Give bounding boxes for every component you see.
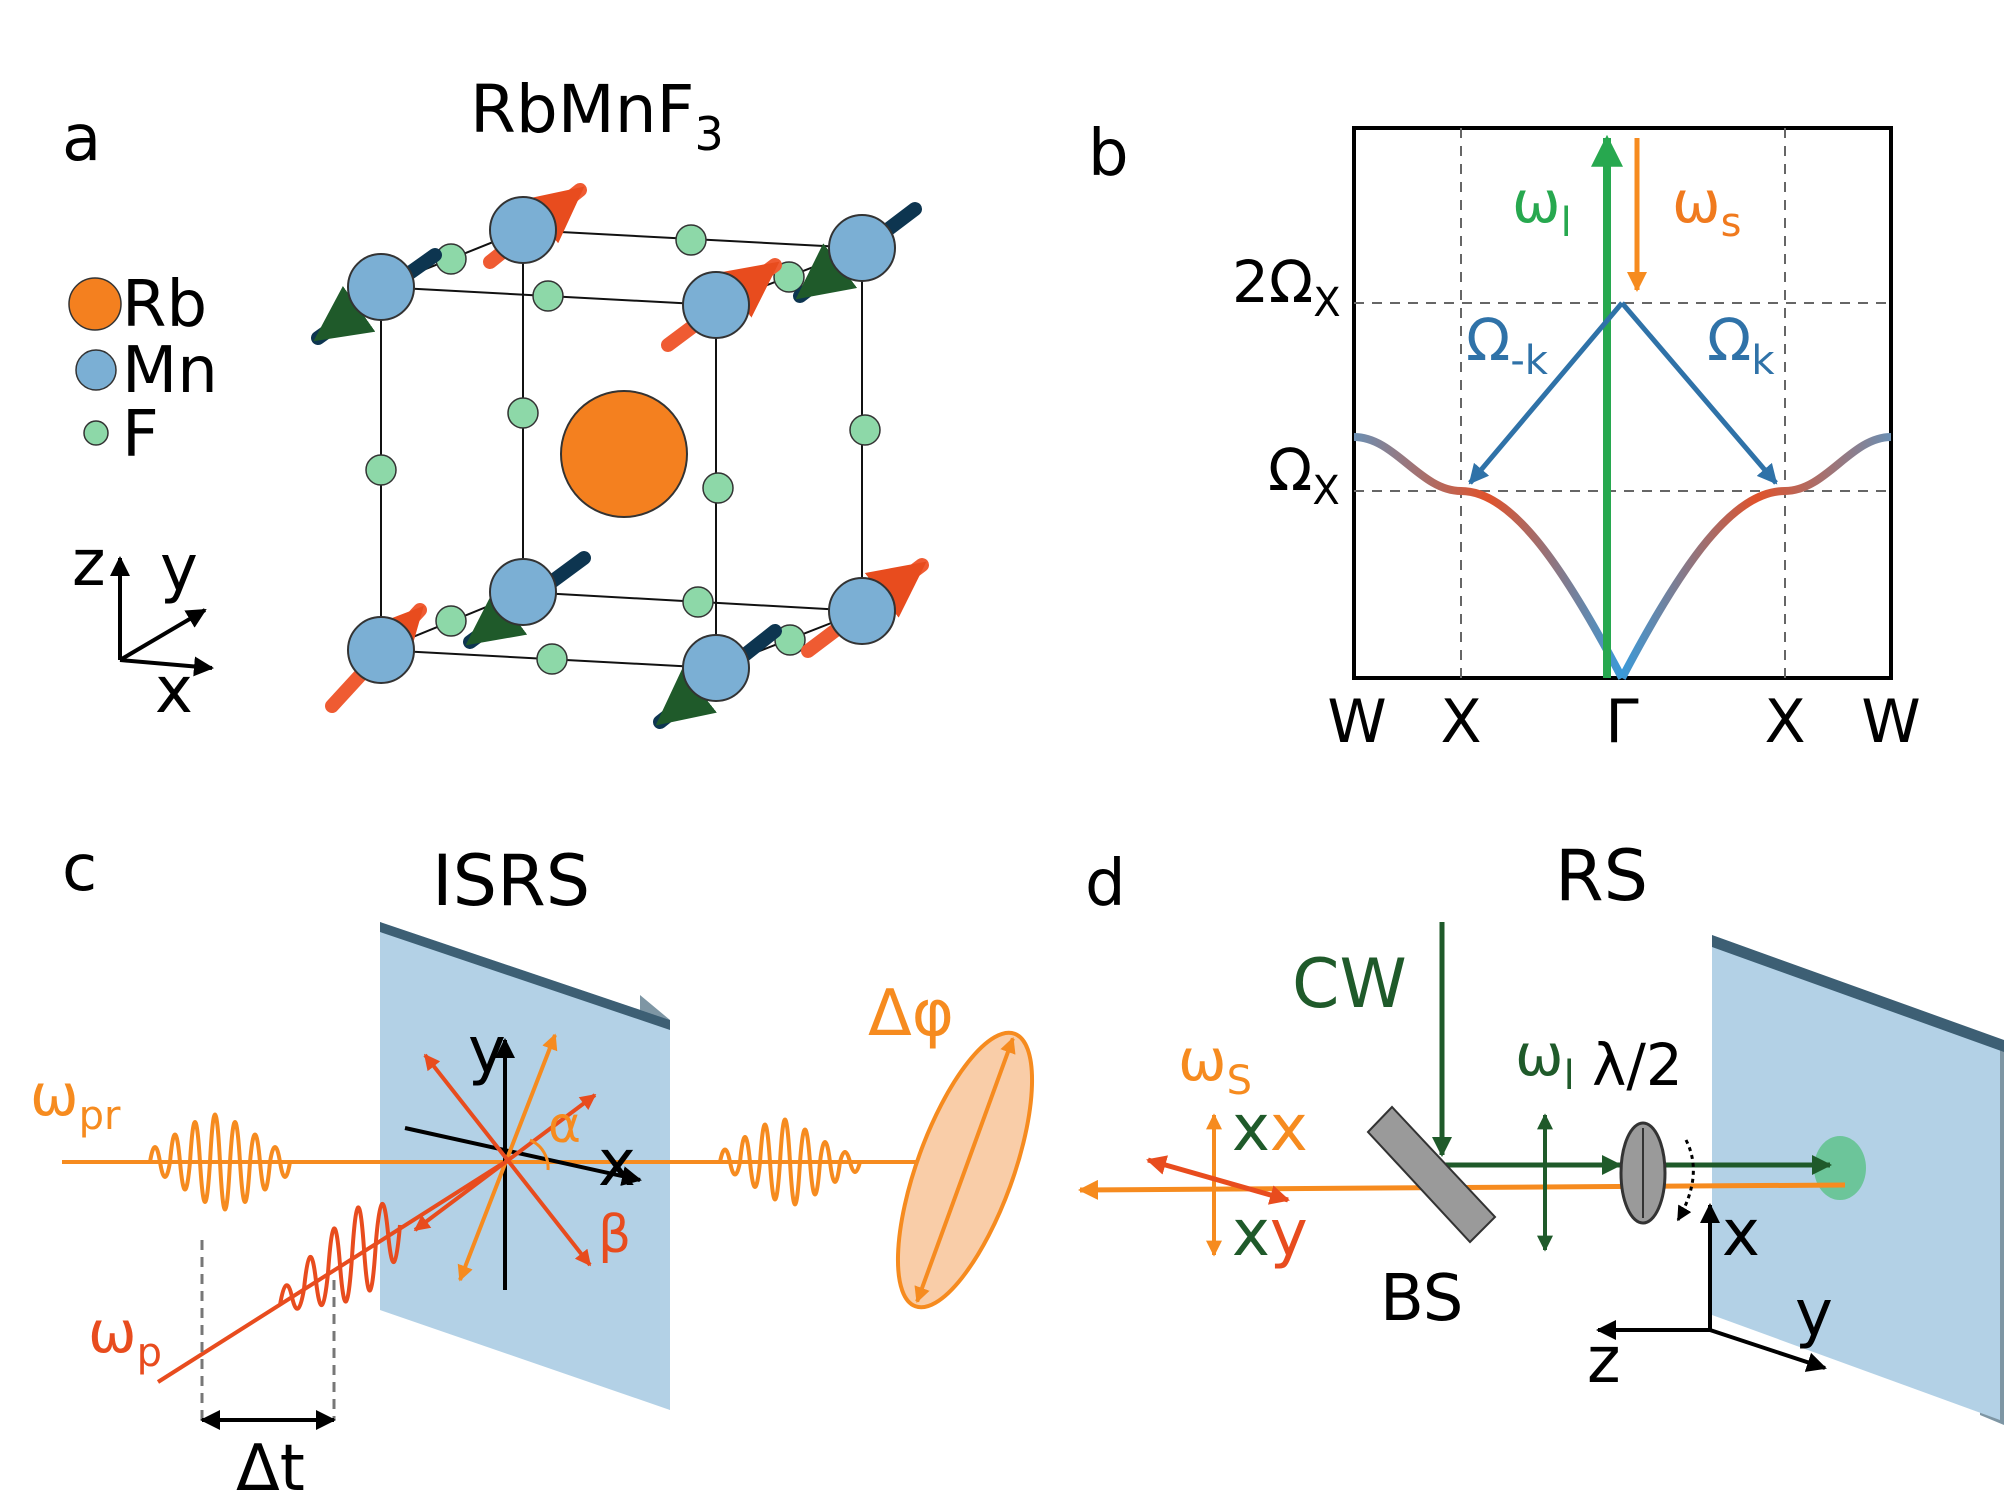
axis-x-label: x [155,654,193,728]
tick-w-right: W [1861,687,1920,757]
probe-pulse [148,1112,292,1212]
axis-d-z-label: z [1587,1324,1621,1398]
omega-x-label: ΩX [1268,436,1340,514]
star-x-label: x [598,1127,636,1201]
omega-s-label-d: ωS [1178,1026,1252,1104]
tick-x-left: X [1440,687,1481,757]
transmitted-pulse [718,1117,862,1207]
omega-l-label: ωl [1512,168,1572,246]
lambda-half-label: λ/2 [1592,1031,1683,1099]
tick-x-right: X [1764,687,1805,757]
f-atoms [365,224,881,675]
omega-s-polarisation-xy [1146,1155,1290,1205]
panel-c: c ISRS y x α β [30,832,1035,1506]
panel-b: b ωl ωs 2ΩX ΩX Ω-k Ωk W X Γ X W [1088,117,1921,757]
omega-l-label-d: ωl [1515,1021,1575,1099]
polarisation-star [404,1033,642,1290]
omega-s-label: ωs [1672,168,1741,246]
x-tick-labels: W X Γ X W [1327,687,1920,757]
axis-d-y-label: y [1795,1277,1833,1351]
tick-w-left: W [1327,687,1386,757]
slab-top-edge [380,922,670,1030]
sample-top-edge [1712,935,2004,1052]
panel-a-title-main: RbMnF [470,71,695,148]
pump-pulse [278,1202,402,1311]
axis-z-label: z [72,527,106,601]
panel-d-letter: d [1085,847,1126,921]
panel-a-title-sub: 3 [695,107,724,161]
dispersion-right [1618,433,1892,680]
delta-t-label: Δt [236,1432,305,1506]
two-omega-x-label: 2ΩX [1232,248,1341,326]
panel-a: a RbMnF3 Rb Mn F z y x [62,71,929,729]
ellipse-major-axis [914,1036,1016,1304]
panel-d-axes [1596,1203,1827,1372]
axis-d-y-arrow [1709,1328,1827,1372]
panel-a-letter: a [62,102,101,176]
panel-d: d RS BS λ/2 CW ωl ωS xx xy [1078,835,2004,1425]
axis-y-label: y [160,532,198,606]
beta-label: β [598,1205,631,1265]
axis-d-x-label: x [1722,1197,1760,1271]
cw-label: CW [1292,945,1407,1024]
rotation-arrow [1676,1139,1695,1222]
panel-c-letter: c [62,832,97,906]
rb-atom [560,390,688,518]
omega-k-arrow [1620,301,1778,485]
panel-a-title: RbMnF3 [470,71,724,161]
bs-label: BS [1380,1262,1463,1336]
beam-splitter [1366,1105,1497,1244]
omega-p-label: ωp [88,1298,162,1376]
legend-rb-label: Rb [122,268,207,342]
mn-atoms [347,196,896,702]
legend: Rb Mn F [68,268,218,472]
omega-minus-k-label: Ω-k [1466,306,1549,384]
polarisation-ellipse-group [895,1030,1035,1310]
legend-f-swatch [83,420,109,446]
axis-x-arrow [119,656,214,677]
xy-label: xy [1232,1197,1308,1271]
legend-f-label: F [122,398,159,472]
panel-b-letter: b [1088,117,1129,191]
dispersion-frame [1352,126,1893,680]
dispersion-left [1353,433,1626,680]
panel-c-title: ISRS [432,840,590,922]
delay-guides [200,1240,336,1420]
alpha-label: α [548,1096,581,1154]
omega-k-label: Ωk [1707,306,1775,384]
pump-polarisation-2 [413,1093,597,1232]
laser-spot [1814,1136,1866,1200]
tick-gamma: Γ [1605,687,1639,757]
panel-d-title: RS [1555,835,1648,917]
legend-rb-swatch [68,277,122,331]
omega-minus-k-arrow [1468,301,1624,485]
omega-pr-label: ωpr [30,1061,121,1139]
panel-a-axes [110,556,214,677]
legend-mn-swatch [75,349,117,391]
legend-mn-label: Mn [122,334,218,408]
delta-phi-label: Δφ [868,977,954,1051]
axis-y-arrow [118,608,207,662]
alpha-arc [529,1138,550,1171]
dispersion-gridlines [1354,128,1891,678]
xx-label: xx [1232,1092,1308,1166]
star-y-label: y [468,1014,506,1088]
